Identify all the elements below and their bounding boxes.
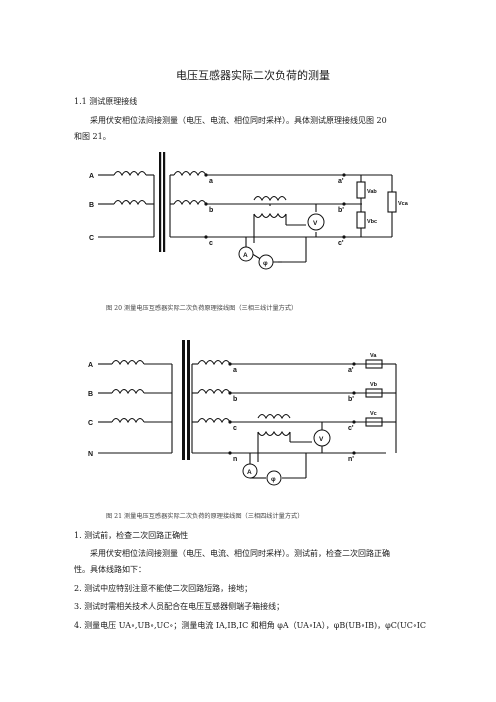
phase-meter-icon [258, 254, 274, 270]
step-1-title: 1. 测试前，检查二次回路正确性 [74, 531, 189, 540]
voltmeter-icon [307, 213, 325, 231]
paragraph-line: 和图 21。 [74, 132, 111, 141]
figure-21-caption: 图 21 测量电压互感器实际二次负荷的原理接线图（三相四线计量方式） [106, 513, 304, 520]
label-phase-meter: φ [263, 260, 268, 267]
label-phase-meter: φ [271, 476, 276, 483]
label-ammeter: A [243, 252, 248, 259]
label-vca: Vca [398, 201, 409, 207]
label-c-prime: c' [338, 240, 344, 247]
label-b: b [209, 207, 213, 214]
label-n-prime: n' [348, 456, 354, 463]
step-2: 2. 测试中应特别注意不能使二次回路短路，接地； [74, 584, 253, 593]
label-phase-C: C [88, 420, 93, 427]
label-a: a [209, 178, 213, 185]
label-b-prime: b' [338, 207, 344, 214]
section-heading: 1.1 测试原理接线 [74, 97, 138, 106]
phase-meter-icon [266, 470, 282, 486]
label-phase-B: B [88, 391, 93, 398]
label-a-prime: a' [338, 178, 344, 185]
label-phase-A: A [88, 362, 93, 369]
label-va: Va [370, 353, 377, 359]
label-neutral-N: N [88, 451, 93, 458]
label-vbc: Vbc [367, 219, 377, 225]
label-phase-B: B [89, 202, 94, 209]
figure-20-diagram: A B C a b c a' b' c' Vab Vbc Vca V A φ [89, 152, 409, 270]
label-c: c [209, 240, 213, 247]
label-phase-A: A [89, 173, 94, 180]
page-title: 电压互感器实际二次负荷的测量 [176, 69, 330, 82]
label-b: b [233, 396, 237, 403]
label-vc: Vc [370, 411, 377, 417]
label-vab: Vab [367, 189, 377, 195]
paragraph-line: 采用伏安相位法间接测量（电压、电流、相位同时采样）。具体测试原理接线见图 20 [90, 116, 387, 125]
label-a: a [233, 367, 237, 374]
step-4: 4. 测量电压 UA∘,UB∘,UC∘；测量电流 IA,IB,IC 和相角 φA… [74, 621, 427, 630]
ammeter-icon [242, 463, 258, 479]
label-phase-C: C [89, 235, 94, 242]
voltmeter-icon [313, 429, 331, 447]
label-b-prime: b' [348, 396, 354, 403]
label-a-prime: a' [348, 367, 354, 374]
label-c: c [233, 425, 237, 432]
ammeter-icon [238, 246, 254, 262]
step-1-line: 性。具体线路如下： [74, 565, 146, 574]
label-c-prime: c' [348, 425, 354, 432]
figure-21-diagram: A B C N a b c n a' b' c' n' Va Vb Vc V A… [88, 340, 397, 486]
label-voltmeter: V [319, 436, 324, 443]
step-3: 3. 测试时需相关技术人员配合在电压互感器侧端子箱接线； [74, 602, 285, 611]
step-1-line: 采用伏安相位法间接测量（电压、电流、相位同时采样）。测试前，检查二次回路正确 [90, 549, 390, 558]
label-vb: Vb [370, 382, 378, 388]
label-n: n [233, 456, 237, 463]
figure-20-caption: 图 20 测量电压互感器实际二次负荷原理接线图（三相三线计量方式） [106, 305, 298, 312]
label-voltmeter: V [313, 220, 318, 227]
label-ammeter: A [247, 469, 252, 476]
